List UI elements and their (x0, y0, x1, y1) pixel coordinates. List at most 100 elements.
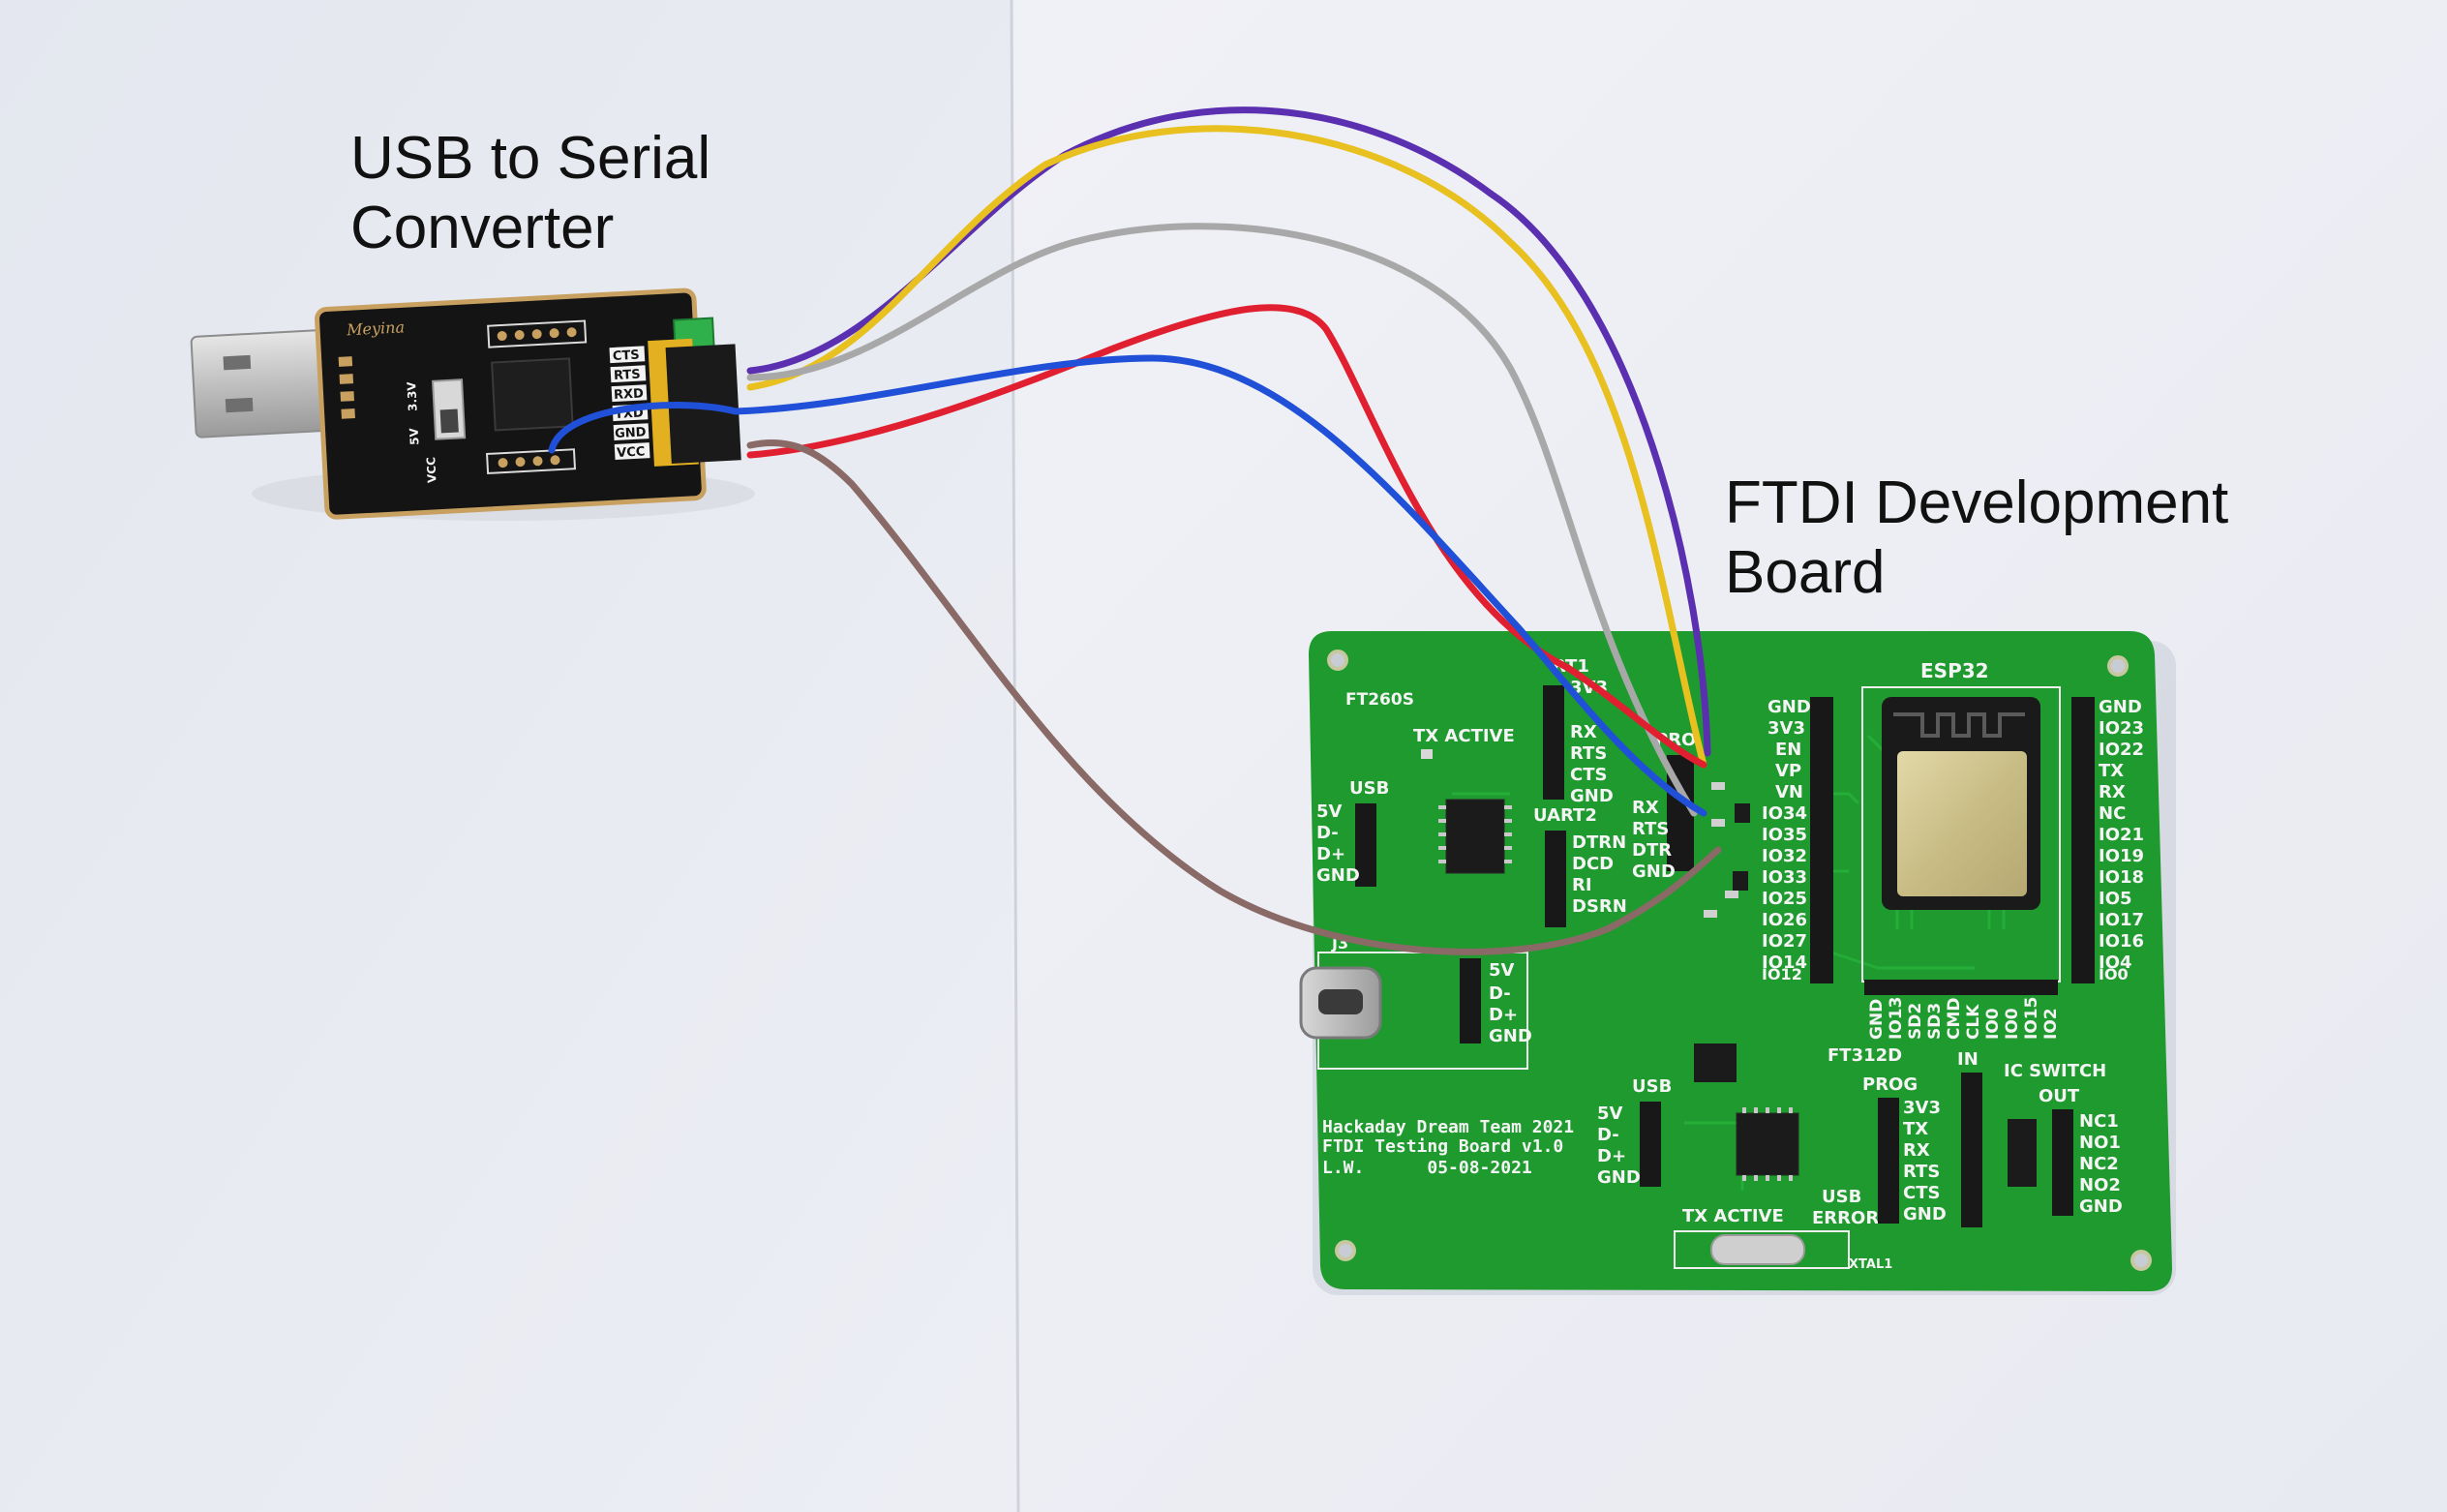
label-5v: 5V (408, 427, 422, 445)
usb-left-pin-5v: 5V (1316, 801, 1343, 822)
svg-text:IO13: IO13 (1887, 997, 1906, 1040)
uart2-pin-ri: RI (1572, 875, 1592, 895)
svg-text:IO35: IO35 (1762, 825, 1807, 845)
wire-gray (746, 223, 1698, 817)
uart1-pin-cts: CTS (1570, 765, 1607, 785)
header-switch-out (2052, 1109, 2073, 1216)
svg-text:IO33: IO33 (1762, 867, 1807, 888)
ft312d-chip (1736, 1112, 1799, 1176)
esp32-antenna (1893, 712, 2025, 738)
label-vcc-side: VCC (424, 457, 438, 484)
svg-text:IO19: IO19 (2099, 846, 2144, 866)
label-tx-active-top: TX ACTIVE (1413, 726, 1515, 746)
esp32-header-right (2071, 697, 2095, 983)
prog-pin-rx: RX (1632, 798, 1659, 818)
usbc-pin-5v: 5V (1489, 960, 1515, 981)
pin-rts: RTS (614, 368, 641, 383)
ft260-chip (1445, 799, 1505, 874)
label-prog-top: PRO (1655, 730, 1696, 750)
header-usb-left (1355, 803, 1376, 887)
wire-brown (746, 438, 1722, 955)
usb-module-brand: Meyina (346, 318, 406, 339)
prog-pin-rts: RTS (1632, 819, 1669, 839)
svg-text:IO0: IO0 (1983, 1008, 2003, 1040)
svg-text:IO15: IO15 (2022, 997, 2041, 1040)
label-out: OUT (2039, 1086, 2080, 1106)
svg-text:IO5: IO5 (2099, 889, 2132, 909)
svg-text:IO34: IO34 (1762, 803, 1807, 824)
header-uart2 (1545, 831, 1566, 927)
esp32-left-pins: GND 3V3 EN VP VN IO34 IO35 IO32 IO33 IO2… (1762, 697, 1811, 983)
svg-text:SD3: SD3 (1925, 1003, 1945, 1040)
usb-module-pin-labels: CTS RTS RXD TXD GND VCC (609, 346, 650, 461)
uart2-pin-dsrn: DSRN (1572, 896, 1627, 917)
uart1-pin-gnd: GND (1570, 786, 1614, 806)
crystal-xtal1 (1710, 1234, 1805, 1265)
caption-ftdi-board: FTDI Development Board (1725, 469, 2228, 608)
usbc-pin-gnd: GND (1489, 1026, 1532, 1046)
usb-serial-module: Meyina 3.3V 5V VCC (190, 287, 755, 521)
prog2-pin-tx: TX (1903, 1119, 1928, 1139)
wire-blue (548, 354, 1707, 817)
uart2-pin-dtrn: DTRN (1572, 832, 1626, 853)
prog-pin-dtr: DTR (1632, 840, 1672, 861)
label-ic-switch: IC SWITCH (2004, 1061, 2106, 1081)
svg-text:IO12: IO12 (1762, 965, 1802, 983)
caption-ftdi-line-2: Board (1725, 539, 1886, 606)
usb-bottom-pin-dp: D+ (1597, 1146, 1626, 1166)
esp32-right-pins: GND IO23 IO22 TX RX NC IO21 IO19 IO18 IO… (2099, 697, 2144, 983)
usb-module-chip (491, 357, 574, 432)
header-usb-bottom (1640, 1102, 1661, 1187)
usb-bottom-pin-gnd: GND (1597, 1167, 1641, 1188)
label-xtal1: XTAL1 (1849, 1257, 1892, 1272)
switch-ic (2008, 1119, 2037, 1187)
usb-left-pin-gnd: GND (1316, 865, 1360, 886)
wire-yellow (746, 125, 1707, 769)
label-3v3: 3.3V (405, 380, 420, 411)
credit-line-2: FTDI Testing Board v1.0 (1322, 1136, 1563, 1157)
prog2-pin-rts: RTS (1903, 1162, 1940, 1182)
label-ft312d: FT312D (1828, 1045, 1902, 1066)
svg-text:EN: EN (1775, 740, 1801, 760)
prog-pin-gnd: GND (1632, 862, 1676, 882)
svg-text:GND: GND (2099, 697, 2142, 717)
esp32-header-bottom (1864, 980, 2058, 995)
label-esp32: ESP32 (1920, 659, 1989, 682)
usb-left-pin-dm: D- (1316, 823, 1339, 843)
svg-text:GND: GND (1767, 697, 1811, 717)
usb-bottom-pin-dm: D- (1597, 1125, 1619, 1145)
label-usb-error-1: USB (1822, 1187, 1861, 1207)
svg-text:IO2: IO2 (2041, 1008, 2061, 1040)
label-in: IN (1957, 1049, 1979, 1070)
header-uart1 (1543, 685, 1564, 800)
caption-ftdi-line-1: FTDI Development (1725, 469, 2229, 536)
caption-usb-converter: USB to Serial Converter (350, 124, 710, 263)
uart1-pin-rts: RTS (1570, 743, 1607, 764)
pin-cts: CTS (613, 348, 641, 364)
svg-text:IO21: IO21 (2099, 825, 2144, 845)
esp32-header-left (1810, 697, 1833, 983)
prog2-pin-rx: RX (1903, 1140, 1930, 1161)
label-tx-active-bottom: TX ACTIVE (1682, 1206, 1784, 1226)
prog2-pin-cts: CTS (1903, 1183, 1940, 1203)
paper-seam (1010, 0, 1020, 1512)
svg-text:VN: VN (1775, 782, 1803, 802)
switch-pin-nc1: NC1 (2079, 1111, 2119, 1132)
label-usb-error-2: ERROR (1812, 1208, 1879, 1228)
svg-text:IO22: IO22 (2099, 740, 2144, 760)
svg-text:IO16: IO16 (2099, 931, 2144, 952)
label-usb-left: USB (1349, 778, 1389, 799)
paper-left (0, 0, 1012, 1512)
label-uart2: UART2 (1533, 805, 1597, 826)
label-usb-bottom: USB (1632, 1076, 1672, 1097)
pin-vcc: VCC (617, 444, 646, 461)
caption-usb-line-1: USB to Serial (350, 125, 711, 192)
credit-line-3: L.W. 05-08-2021 (1322, 1158, 1532, 1178)
usb-left-pin-dp: D+ (1316, 844, 1345, 864)
svg-text:3V3: 3V3 (1767, 718, 1805, 739)
svg-text:VP: VP (1775, 761, 1801, 781)
switch-pin-no2: NO2 (2079, 1175, 2121, 1195)
svg-text:CMD: CMD (1945, 997, 1964, 1040)
svg-text:IO0: IO0 (2099, 965, 2129, 983)
